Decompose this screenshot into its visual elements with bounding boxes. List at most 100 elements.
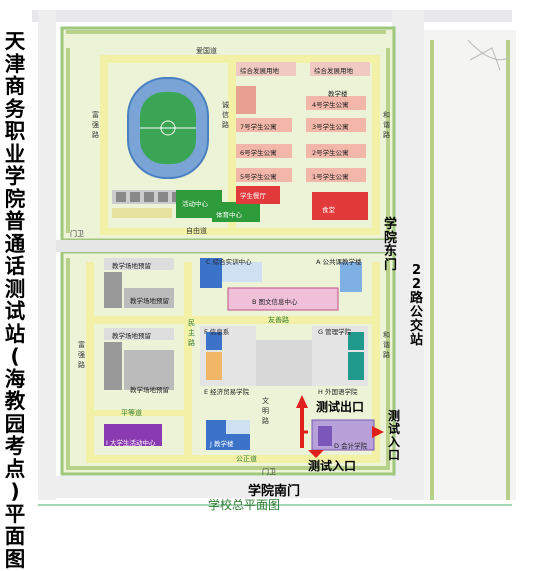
east-curve-road-2: [469, 47, 501, 71]
outer-street-bottom: [38, 476, 512, 498]
road-north-right: [372, 55, 380, 235]
label-dorm5: 5号学生公寓: [240, 173, 277, 181]
label-teaching-area-2: 教学场地预留: [130, 297, 169, 305]
road-south-left: [86, 262, 94, 462]
map-footer-title: 学校总平面图: [208, 498, 281, 512]
road-south-right: [372, 262, 380, 462]
label-building-d: D 会计学院: [334, 442, 368, 450]
road-label-youshan: 友善路: [268, 316, 289, 324]
title-char: 站: [4, 321, 26, 346]
building-c-annex: [222, 262, 262, 282]
stadium-center-circle: [160, 120, 176, 136]
entrance-right-arrow-icon: [372, 426, 384, 438]
title-char: 测: [4, 276, 26, 301]
road-label-ziyou: 自由道: [186, 227, 207, 235]
center-complex: [200, 326, 368, 386]
label-building-g: G 管理学院: [318, 328, 352, 336]
title-char: 务: [4, 96, 26, 121]
title-char: 点: [4, 456, 26, 481]
dev-land-1: [236, 62, 296, 76]
title-char: 院: [4, 186, 26, 211]
label-meal-center: 学生餐厅: [240, 192, 266, 200]
outer-street-right: [392, 10, 424, 500]
dorm-blocks-left: [236, 86, 292, 182]
title-char: 海: [4, 366, 26, 391]
label-building-b: B 图文信息中心: [252, 298, 298, 306]
title-char: 试: [4, 299, 26, 323]
title-char: 通: [4, 231, 26, 256]
road-label-minzhu: 民主路: [188, 319, 195, 347]
building-c-block: [200, 258, 222, 288]
label-dorm1: 1号学生公寓: [312, 173, 349, 181]
building-a-block: [340, 262, 362, 292]
east-side-strip: [424, 30, 516, 500]
road-label-right-upper: 和谐路: [383, 111, 390, 139]
title-char: 商: [4, 74, 26, 98]
title-char: 津: [4, 51, 26, 76]
exit-arrow-icon: [296, 395, 308, 408]
meal-center-block: [236, 186, 280, 204]
label-building-j: J 教学楼: [210, 440, 234, 448]
label-canteen: 食堂: [322, 206, 335, 214]
label-dorm7: 7号学生公寓: [240, 123, 277, 131]
label-hall: 教学楼: [328, 90, 348, 98]
title-char: 职: [4, 119, 26, 143]
title-char: 普: [4, 209, 26, 233]
label-dorm3: 3号学生公寓: [312, 123, 349, 131]
building-d-inner: [318, 426, 332, 446]
label-student-center2: 体育中心: [216, 211, 242, 219]
label-teaching-area-4: 教学场地预留: [130, 386, 169, 394]
label-building-a: A 公共课教学楼: [316, 258, 362, 266]
title-char: 天: [4, 29, 26, 53]
label-dev-land-1: 综合发展用地: [240, 67, 279, 75]
road-north-top: [100, 55, 380, 63]
title-char: (: [10, 344, 20, 368]
building-b: [227, 287, 339, 311]
title-char: 业: [4, 141, 26, 166]
label-teaching-area-3: 教学场地预留: [112, 332, 151, 340]
vertical-title: 天 津 商 务 职 业 学 院 普 通 话 测 试 站 ( 海 教 园 考 点 …: [0, 29, 30, 570]
gate-small-label-1: 门卫: [70, 230, 84, 238]
road-north-bottom: [100, 228, 380, 235]
dorm-blocks-right: [306, 96, 366, 182]
purple-building: [104, 424, 162, 446]
road-label-pingdeng: 平等道: [121, 409, 142, 417]
title-char: 学: [4, 164, 26, 188]
road-label-left-lower: 富强路: [78, 341, 85, 369]
test-exit-label: 测试出口: [316, 400, 365, 414]
test-entrance-bottom-label: 测试入口: [308, 459, 357, 473]
road-north-mid: [228, 55, 236, 235]
blue-building-lawn: [226, 420, 250, 434]
title-char: 园: [4, 411, 26, 436]
road-label-left-upper: 富强路: [92, 111, 99, 139]
title-char: 话: [4, 254, 26, 278]
title-char: ): [10, 479, 20, 503]
student-center-annex: [212, 202, 260, 222]
outer-street-top: [32, 10, 512, 22]
road-label-top: 爱国道: [196, 47, 217, 55]
title-char: 面: [4, 524, 26, 548]
red-canteen-building: [312, 192, 368, 220]
label-building-f: F 信息系: [204, 328, 230, 336]
east-gate-label: 学院东门: [384, 217, 398, 273]
test-route: [296, 395, 384, 458]
road-south-mid: [184, 262, 192, 462]
teaching-reserves: [104, 258, 174, 390]
dev-land-2: [310, 62, 370, 76]
east-curve-road: [467, 39, 509, 61]
road-south-cross: [86, 316, 380, 324]
label-building-e: E 经济贸易学院: [204, 388, 250, 396]
title-char: 教: [4, 389, 26, 413]
label-student-center: 活动中心: [182, 200, 208, 208]
road-label-wenming: 文明路: [262, 397, 269, 425]
south-gate-label: 学院南门: [248, 484, 301, 499]
road-north-left: [100, 55, 108, 235]
middle-road: [56, 240, 396, 252]
road-label-mid-left: 诚信路: [222, 101, 229, 129]
outer-street-left: [38, 10, 56, 500]
label-building-h: H 外国语学院: [318, 388, 358, 396]
label-dorm4: 4号学生公寓: [312, 101, 349, 109]
road-south-pingdeng: [86, 410, 186, 416]
test-entrance-right-label: 测试入口: [388, 409, 401, 462]
